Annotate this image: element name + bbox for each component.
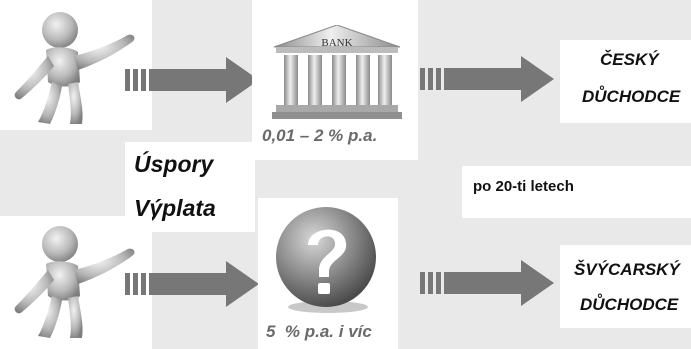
swiss-retiree-line2: DŮCHODCE [580, 295, 679, 314]
period-panel [462, 166, 691, 218]
period-label: po 20-ti letech [473, 178, 574, 195]
question-mark-icon [272, 205, 380, 315]
top-person-figure-icon [8, 8, 143, 126]
bottom-person-figure-icon [8, 222, 143, 340]
bank-building-icon [272, 25, 402, 120]
bottom-arrow-to-swiss [420, 258, 555, 308]
bank-sign-text: BANK [321, 37, 353, 49]
savings-label: Úspory [134, 151, 214, 177]
czech-retiree-line1: ČESKÝ [600, 50, 659, 69]
czech-retiree-panel [560, 40, 691, 123]
swiss-retiree-panel [560, 245, 691, 328]
bottom-arrow-to-question [125, 259, 260, 309]
top-arrow-to-bank [125, 55, 260, 105]
czech-retiree-line2: DŮCHODCE [582, 87, 681, 106]
top-arrow-to-czech [420, 54, 555, 104]
bottom-rate-label: 5 % p.a. i víc [266, 322, 372, 341]
top-rate-label: 0,01 – 2 % p.a. [262, 126, 378, 145]
swiss-retiree-line1: ŠVÝCARSKÝ [574, 260, 680, 279]
